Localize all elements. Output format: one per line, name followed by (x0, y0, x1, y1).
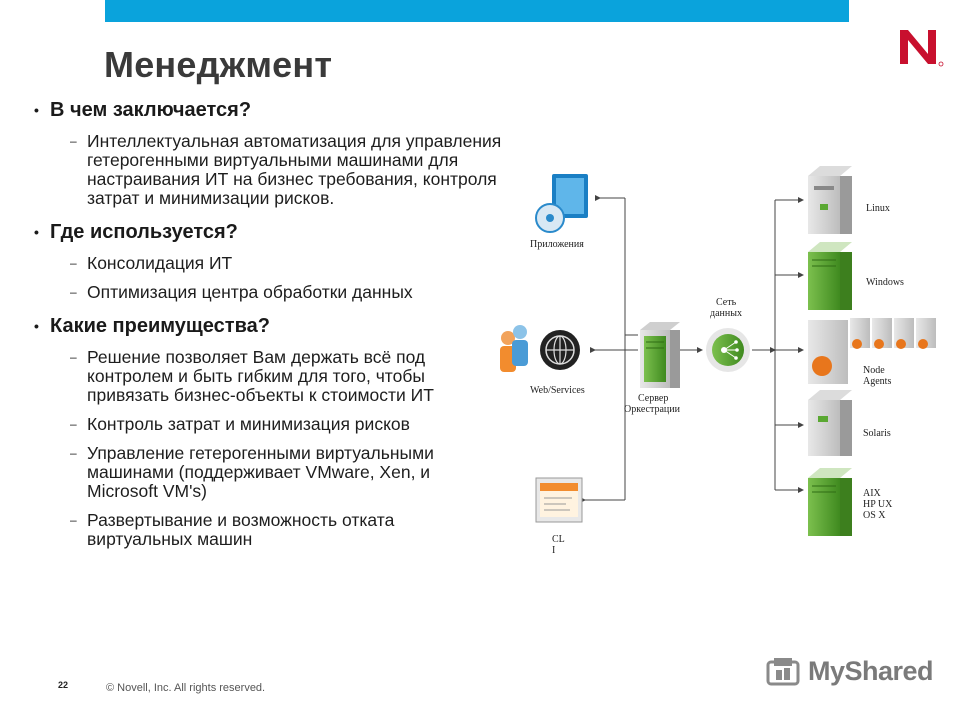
aix-label-2: HP UX (863, 499, 893, 510)
linux-server-icon (808, 166, 852, 234)
sub-bullet: –Контроль затрат и минимизация рисков (70, 414, 410, 434)
windows-label: Windows (866, 277, 904, 288)
node-label-1: Node (863, 365, 885, 376)
sub-bullet: –Развертывание и возможность отката вирт… (70, 510, 395, 549)
top-accent-bar (105, 0, 849, 22)
network-icon (706, 328, 750, 372)
copyright-text: © Novell, Inc. All rights reserved. (106, 682, 266, 694)
web-services-icon (500, 325, 580, 372)
sub-bullet: –Управление гетерогенными виртуальными м… (70, 443, 434, 501)
solaris-label: Solaris (863, 428, 891, 439)
server-label-1: Сервер (638, 393, 668, 404)
connection-lines (580, 195, 804, 503)
web-services-label: Web/Services (530, 385, 585, 396)
solaris-server-icon (808, 390, 852, 456)
architecture-diagram: Приложения Web/Services CL I Сервер Орке… (500, 166, 936, 556)
cli-label-2: I (552, 545, 555, 556)
server-label-2: Оркестрации (624, 404, 681, 415)
bullet-heading: •В чем заключается? (34, 99, 252, 121)
orchestration-server-icon (640, 322, 680, 388)
network-label-2: данных (710, 308, 742, 319)
watermark-text: MyShared (808, 656, 934, 686)
network-label-1: Сеть (716, 297, 737, 308)
sub-bullet: –Консолидация ИТ (70, 253, 233, 273)
cli-icon (535, 477, 583, 523)
sub-bullet: –Интеллектуальная автоматизация для упра… (70, 131, 502, 208)
applications-icon (535, 174, 588, 233)
aix-server-icon (808, 468, 852, 536)
cli-label-1: CL (552, 534, 565, 545)
novell-logo-icon (900, 30, 944, 67)
sub-bullet: –Решение позволяет Вам держать всё под к… (70, 347, 434, 405)
sub-bullet: –Оптимизация центра обработки данных (70, 282, 413, 302)
windows-server-icon (808, 242, 852, 310)
myshared-logo-icon (766, 658, 800, 686)
node-label-2: Agents (863, 376, 891, 387)
aix-label-1: AIX (863, 488, 882, 499)
slide-title: Менеджмент (104, 44, 333, 85)
bullet-heading: •Какие преимущества? (34, 315, 270, 337)
slide-content: •В чем заключается? –Интеллектуальная ав… (34, 94, 504, 549)
node-agents-icon (808, 318, 936, 384)
page-number: 22 (58, 680, 69, 690)
aix-label-3: OS X (863, 510, 886, 521)
bullet-heading: •Где используется? (34, 221, 238, 243)
applications-label: Приложения (530, 239, 584, 250)
linux-label: Linux (866, 203, 890, 214)
